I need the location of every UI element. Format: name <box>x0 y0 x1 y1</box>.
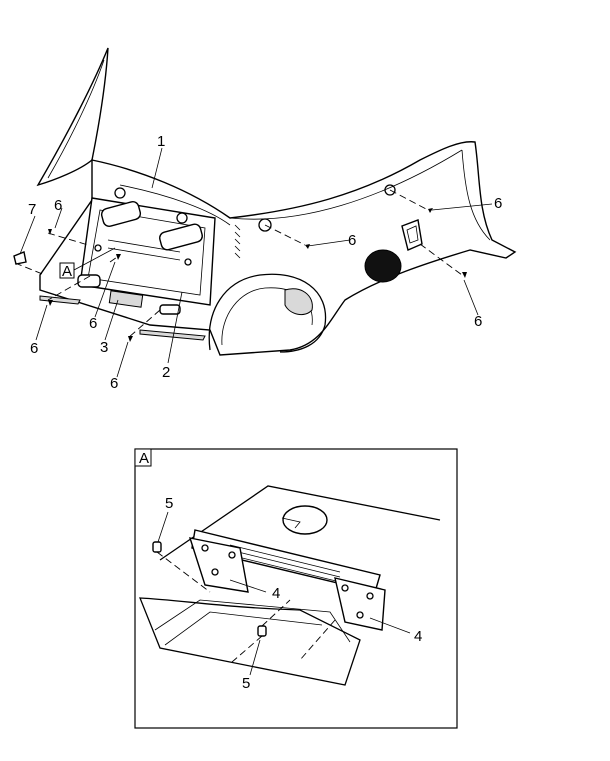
callout-labels-top: 1 7 6 6 6 6 6 6 3 6 2 <box>28 133 502 392</box>
mounting-holes <box>114 184 396 232</box>
callout-6-c: 6 <box>348 232 356 249</box>
callout-2: 2 <box>162 364 170 381</box>
speaker-grille <box>364 249 402 283</box>
callout-6-b: 6 <box>494 195 502 212</box>
detail-view-a: A 5 4 4 5 <box>134 448 458 729</box>
leader-lines <box>19 147 493 378</box>
callout-4-a: 4 <box>272 585 280 602</box>
callout-5-a: 5 <box>165 495 173 512</box>
callout-3: 3 <box>100 339 108 356</box>
detail-marker-a: A <box>59 247 116 280</box>
detail-marker-label: A <box>62 263 72 280</box>
callout-4-b: 4 <box>414 628 422 645</box>
callout-1: 1 <box>157 133 165 150</box>
callout-6-f: 6 <box>89 315 97 332</box>
callout-6-d: 6 <box>474 313 482 330</box>
console-assembly <box>77 197 216 315</box>
quarter-trim-panel <box>39 141 517 356</box>
callout-5-b: 5 <box>242 675 250 692</box>
tie-down-hook <box>401 219 423 251</box>
fastener-indicators <box>14 189 467 342</box>
callout-6-e: 6 <box>30 340 38 357</box>
callout-6-g: 6 <box>110 375 118 392</box>
pillar-trim-upper <box>36 47 109 187</box>
callout-6-a: 6 <box>54 197 62 214</box>
callout-7: 7 <box>28 201 36 218</box>
detail-box-label: A <box>139 450 149 467</box>
